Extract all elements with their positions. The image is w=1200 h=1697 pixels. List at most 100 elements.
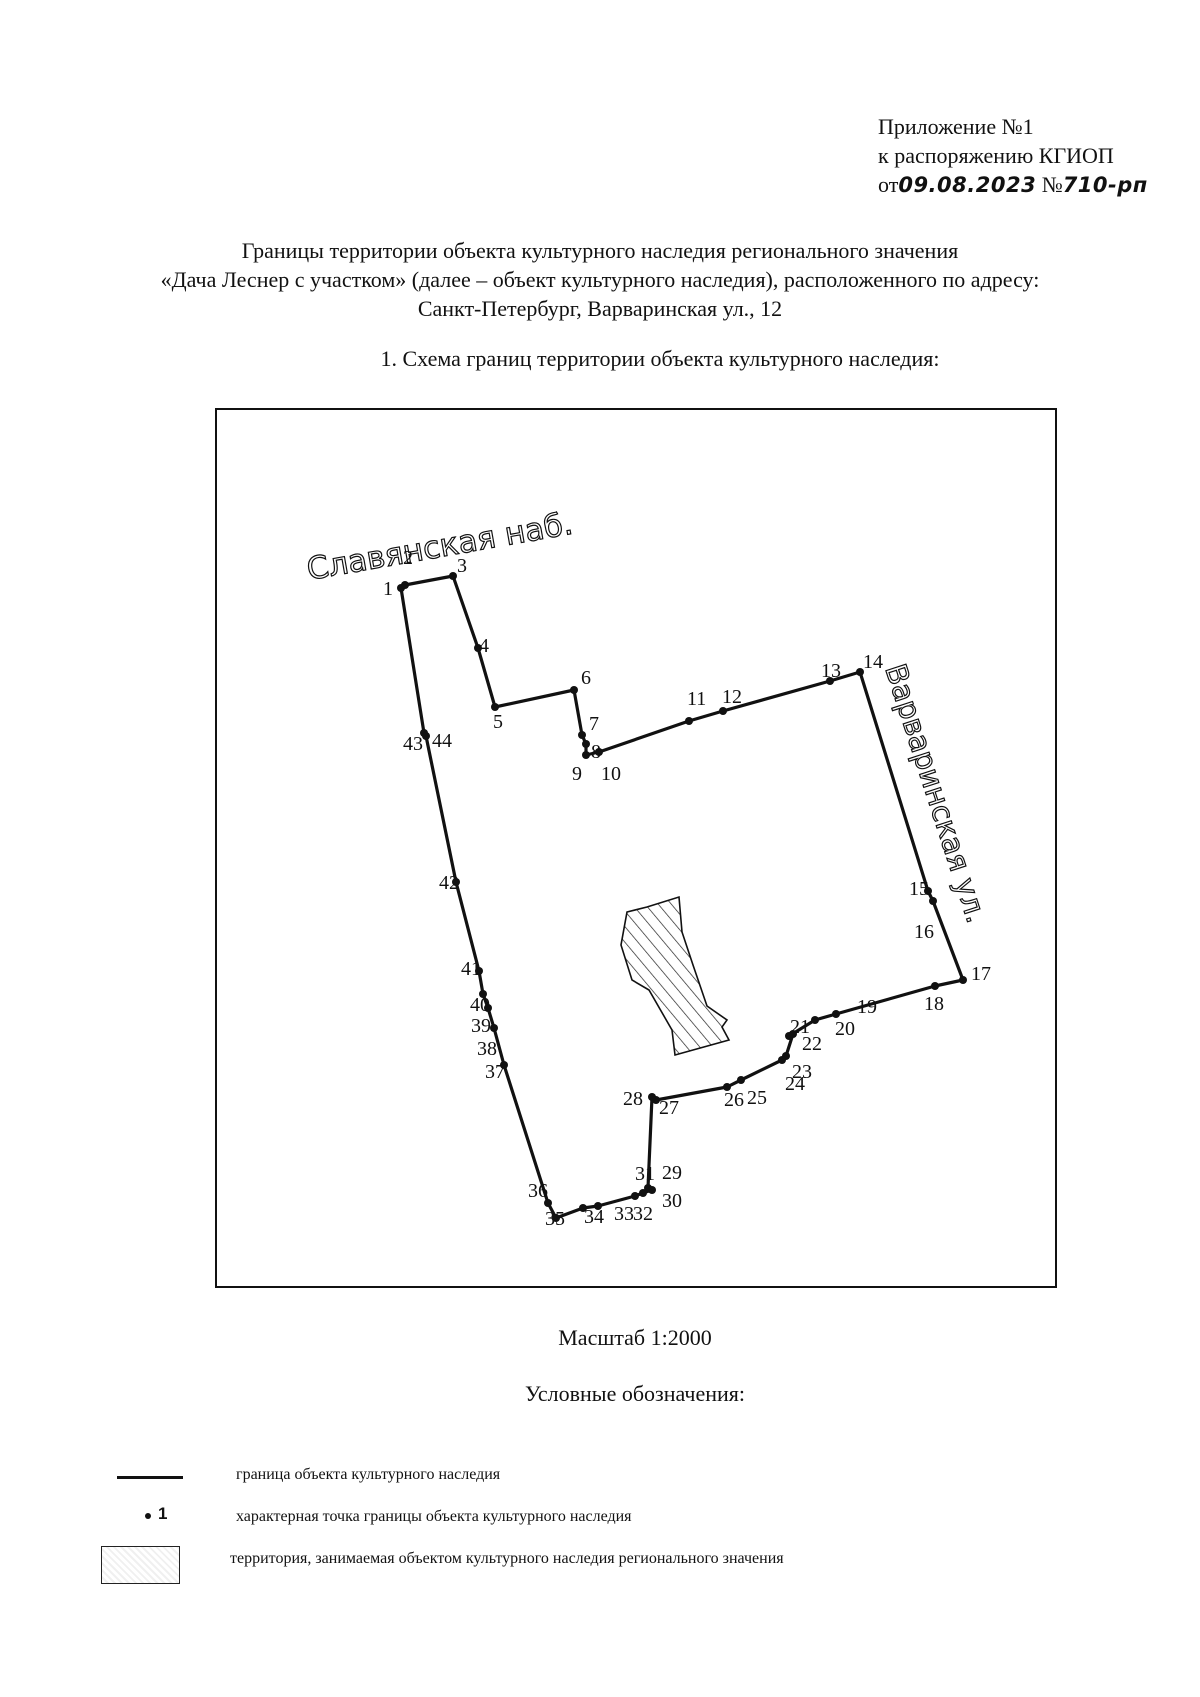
boundary-point-marker <box>500 1061 508 1069</box>
appendix-title: Приложение №1 <box>878 114 1034 139</box>
boundary-point-label: 31 <box>635 1163 655 1185</box>
boundary-point-marker <box>594 1202 602 1210</box>
boundary-point-marker <box>924 887 932 895</box>
boundary-point-marker <box>639 1189 647 1197</box>
order-number: 710-рп <box>1062 173 1148 197</box>
boundary-point-marker <box>832 1010 840 1018</box>
boundary-point-marker <box>737 1076 745 1084</box>
boundary-point-marker <box>826 677 834 685</box>
boundary-point-marker <box>929 897 937 905</box>
boundary-point-marker <box>474 644 482 652</box>
boundary-point-marker <box>811 1016 819 1024</box>
boundary-point-marker <box>959 976 967 984</box>
boundary-point-label: 25 <box>747 1087 767 1109</box>
boundary-point-label: 40 <box>470 994 490 1016</box>
boundary-point-marker <box>491 703 499 711</box>
boundary-point-label: 4 <box>479 635 489 657</box>
appendix-date-number: от09.08.2023 №710-рп <box>878 170 1148 200</box>
legend-dot-sample: 1 <box>158 1504 168 1523</box>
boundary-point-label: 33 <box>614 1203 634 1225</box>
boundary-point-label: 23 <box>792 1061 812 1083</box>
boundary-point-label: 43 <box>403 733 423 755</box>
street-label-top: Славянская наб. <box>304 506 575 588</box>
boundary-point-marker <box>685 717 693 725</box>
boundary-point-marker <box>648 1186 656 1194</box>
boundary-point-label: 1 <box>383 578 393 600</box>
boundary-point-marker <box>544 1199 552 1207</box>
legend-text: территория, занимаемая объектом культурн… <box>230 1550 784 1567</box>
boundary-point-label: 6 <box>581 667 591 689</box>
boundary-point-label: 29 <box>662 1162 682 1184</box>
boundary-point-marker <box>648 1093 656 1101</box>
section-title: 1. Схема границ территории объекта культ… <box>380 346 940 371</box>
boundary-point-label: 14 <box>863 651 883 673</box>
boundary-point-label: 30 <box>662 1190 682 1212</box>
boundary-point-label: 15 <box>909 878 929 900</box>
heritage-building-footprint <box>620 895 731 1057</box>
boundary-point-label: 3 <box>457 555 467 577</box>
boundary-point-marker <box>931 982 939 990</box>
boundary-point-marker <box>401 581 409 589</box>
boundary-point-label: 10 <box>601 763 621 785</box>
boundary-point-label: 41 <box>461 958 481 980</box>
legend-item-boundary-line: граница объекта культурного наследия <box>0 1462 1000 1492</box>
legend-item-boundary-point: 1 характерная точка границы объекта куль… <box>0 1504 1000 1534</box>
heading-line-3: Санкт-Петербург, Варваринская ул., 12 <box>417 296 783 321</box>
boundary-point-label: 28 <box>623 1088 643 1110</box>
boundary-point-marker <box>570 686 578 694</box>
boundary-point-marker <box>552 1214 560 1222</box>
order-date: 09.08.2023 <box>898 173 1037 197</box>
map-scale: Масштаб 1:2000 <box>558 1325 712 1350</box>
date-prefix: от <box>878 172 899 197</box>
street-label-right: Варваринская ул. <box>878 660 994 927</box>
boundary-point-marker <box>452 878 460 886</box>
boundary-point-label: 44 <box>432 730 452 752</box>
boundary-point-marker <box>578 731 586 739</box>
boundary-point-label: 5 <box>493 711 503 733</box>
boundary-point-label: 11 <box>687 688 706 710</box>
boundary-point-label: 22 <box>802 1033 822 1055</box>
legend-line-symbol <box>117 1476 183 1479</box>
heading-line-1: Границы территории объекта культурного н… <box>241 238 959 263</box>
legend-text: характерная точка границы объекта культу… <box>236 1508 632 1525</box>
boundary-point-marker <box>449 572 457 580</box>
boundary-point-label: 9 <box>572 763 582 785</box>
boundary-point-marker <box>420 729 428 737</box>
boundary-point-label: 24 <box>785 1073 805 1095</box>
boundary-point-marker <box>778 1056 786 1064</box>
boundary-point-label: 38 <box>477 1038 497 1060</box>
legend-title: Условные обозначения: <box>524 1381 746 1406</box>
boundary-point-label: 37 <box>485 1061 505 1083</box>
boundary-point-label: 42 <box>439 872 459 894</box>
boundary-point-label: 35 <box>545 1208 565 1230</box>
appendix-header: Приложение №1 к распоряжению КГИОП от09.… <box>878 112 1148 200</box>
boundary-point-label: 2 <box>403 547 413 569</box>
boundary-point-label: 7 <box>589 713 599 735</box>
document-heading: Границы территории объекта культурного н… <box>0 236 1200 323</box>
boundary-point-marker <box>631 1192 639 1200</box>
appendix-order-ref: к распоряжению КГИОП <box>878 143 1114 168</box>
boundary-point-label: 19 <box>857 996 877 1018</box>
legend-item-territory: территория, занимаемая объектом культурн… <box>0 1546 1000 1584</box>
boundary-point-label: 34 <box>584 1206 604 1228</box>
legend-dot-symbol <box>145 1513 151 1519</box>
boundary-point-marker <box>579 1204 587 1212</box>
boundary-point-label: 12 <box>722 686 742 708</box>
boundary-point-label: 39 <box>471 1015 491 1037</box>
legend-box-symbol <box>101 1546 180 1584</box>
boundary-point-marker <box>723 1083 731 1091</box>
boundary-point-marker <box>582 751 590 759</box>
boundary-point-label: 26 <box>724 1089 744 1111</box>
boundary-point-label: 27 <box>659 1097 679 1119</box>
heading-line-2: «Дача Леснер с участком» (далее – объект… <box>160 267 1040 292</box>
boundary-point-label: 36 <box>528 1180 548 1202</box>
boundary-point-marker <box>719 707 727 715</box>
boundary-point-label: 18 <box>924 993 944 1015</box>
boundary-point-marker <box>490 1024 498 1032</box>
boundary-point-marker <box>856 668 864 676</box>
boundary-point-label: 17 <box>971 963 991 985</box>
boundary-point-label: 16 <box>914 921 934 943</box>
boundary-point-label: 13 <box>821 660 841 682</box>
